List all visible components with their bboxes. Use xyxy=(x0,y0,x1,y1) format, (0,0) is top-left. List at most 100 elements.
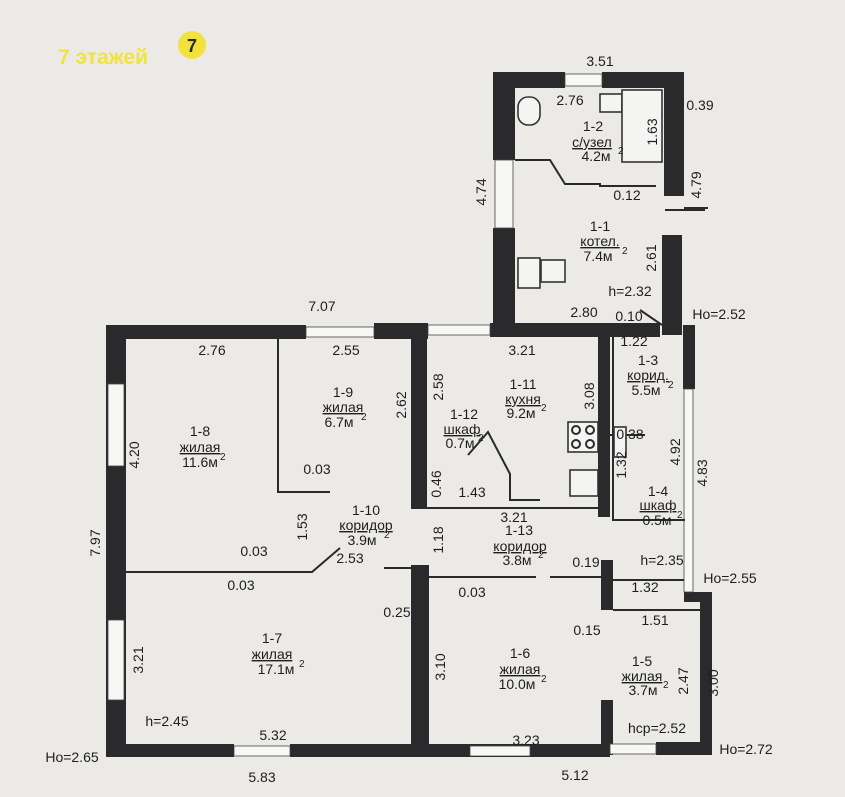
svg-text:1-9: 1-9 xyxy=(333,384,353,400)
dimension-label: 0.10 xyxy=(615,308,642,324)
dimension-label: 4.74 xyxy=(473,178,489,205)
wall-north-mid xyxy=(374,323,428,339)
svg-text:с/узел: с/узел xyxy=(572,134,612,150)
door-annex xyxy=(639,309,663,326)
svg-text:2: 2 xyxy=(622,246,628,257)
dimension-label: 2.76 xyxy=(556,92,583,108)
svg-text:1-4: 1-4 xyxy=(648,483,668,499)
dimension-label: 2.62 xyxy=(393,391,409,418)
wall-north-right xyxy=(490,323,660,337)
room-1-9: 1-9 жилая 6.7м 2 xyxy=(323,384,367,430)
dimension-label: 2.76 xyxy=(198,342,225,358)
svg-text:2: 2 xyxy=(361,412,367,423)
site-logo: 7 этажей 7 xyxy=(58,31,206,69)
dimension-label: 0.03 xyxy=(227,577,254,593)
window-room-1-5 xyxy=(609,743,657,755)
wall-interior-kitchen-east xyxy=(598,337,610,517)
wall-east-step xyxy=(684,592,712,602)
room-1-13: 1-13 коридор 3.8м 2 xyxy=(493,522,547,568)
dimension-label: h=2.32 xyxy=(608,283,651,299)
dimension-label: 1.53 xyxy=(294,513,310,540)
stove-burner-icon xyxy=(571,425,581,435)
dimension-label: 0.25 xyxy=(383,604,410,620)
svg-text:0.5м: 0.5м xyxy=(642,512,671,528)
svg-text:2: 2 xyxy=(663,680,669,691)
boiler-tank-icon xyxy=(540,259,566,283)
svg-text:жилая: жилая xyxy=(323,399,364,415)
svg-text:2: 2 xyxy=(541,674,547,685)
wall-annex-east-top xyxy=(664,72,684,196)
room-1-7: 1-7 жилая 17.1м 2 xyxy=(252,630,305,677)
wall-annex-north-left xyxy=(493,72,565,88)
dimension-label: 4.79 xyxy=(688,171,704,198)
svg-text:корид.: корид. xyxy=(627,367,669,383)
dimension-label: 0.38 xyxy=(616,426,643,442)
dimension-label: 0.19 xyxy=(572,554,599,570)
window-room-1-8 xyxy=(107,383,125,467)
bathtub-icon xyxy=(621,89,663,163)
window-boiler xyxy=(494,159,514,229)
svg-text:3.8м: 3.8м xyxy=(502,552,531,568)
dimension-label: 3.21 xyxy=(508,342,535,358)
dimension-label: 0.46 xyxy=(428,470,444,497)
dimension-label: 3.23 xyxy=(512,732,539,748)
boiler-icon xyxy=(517,257,541,289)
svg-text:5.5м: 5.5м xyxy=(631,382,660,398)
dimension-label: 1.43 xyxy=(458,484,485,500)
room-1-8: 1-8 жилая 11.6м 2 xyxy=(180,423,226,470)
dimension-labels: 3.51 2.76 0.39 1.63 0.12 4.74 4.79 2.61 … xyxy=(45,53,773,785)
window-corridor-1-3 xyxy=(683,388,694,593)
walls xyxy=(106,72,712,757)
room-1-5: 1-5 жилая 3.7м 2 xyxy=(622,653,669,698)
dimension-label: 1.63 xyxy=(644,118,660,145)
svg-text:1-12: 1-12 xyxy=(450,406,478,422)
room-1-6: 1-6 жилая 10.0м 2 xyxy=(499,645,547,692)
dimension-label: 1.32 xyxy=(613,451,629,478)
window-room-1-7-west xyxy=(107,619,125,701)
dimension-label: 0.03 xyxy=(458,584,485,600)
svg-text:2: 2 xyxy=(220,452,226,463)
dimension-label: 1.51 xyxy=(641,612,668,628)
svg-text:1-1: 1-1 xyxy=(590,218,610,234)
dimension-label: h=2.45 xyxy=(145,713,188,729)
wall-annex-east-bottom xyxy=(662,235,682,335)
svg-text:шкаф: шкаф xyxy=(640,497,677,513)
wall-east-lower xyxy=(700,592,712,755)
stove-burner-icon xyxy=(571,439,581,449)
svg-text:0.7м: 0.7м xyxy=(445,435,474,451)
svg-text:2: 2 xyxy=(668,380,674,391)
dimension-label: 2.55 xyxy=(332,342,359,358)
dimension-label: 2.80 xyxy=(570,304,597,320)
svg-text:2: 2 xyxy=(618,146,624,157)
stove-burner-icon xyxy=(585,439,595,449)
dimension-label: 5.83 xyxy=(248,769,275,785)
svg-text:коридор: коридор xyxy=(493,538,547,554)
wall-south-right xyxy=(656,742,710,755)
dimension-label: 2.61 xyxy=(643,244,659,271)
room-1-1: 1-1 котел. 7.4м 2 xyxy=(580,218,628,264)
svg-text:жилая: жилая xyxy=(180,439,221,455)
dimension-label: 3.21 xyxy=(130,646,146,673)
svg-text:2: 2 xyxy=(478,433,484,444)
svg-text:2: 2 xyxy=(299,659,305,670)
dimension-label: 3.51 xyxy=(586,53,613,69)
dimension-label: 0.12 xyxy=(613,187,640,203)
window-room-1-7-south xyxy=(233,745,291,757)
svg-text:4.2м: 4.2м xyxy=(581,148,610,164)
wall-interior-room5-west xyxy=(601,700,613,755)
svg-text:1-13: 1-13 xyxy=(505,522,533,538)
window-room-1-6-south xyxy=(469,745,531,757)
partition-1-3 xyxy=(612,337,685,521)
svg-text:9.2м: 9.2м xyxy=(506,405,535,421)
svg-text:17.1м: 17.1м xyxy=(258,661,295,677)
room-1-3: 1-3 корид. 5.5м 2 xyxy=(627,352,674,398)
dimension-label: Hо=2.65 xyxy=(45,749,99,765)
room-1-11: 1-11 кухня 9.2м 2 xyxy=(505,376,547,421)
svg-text:2: 2 xyxy=(541,403,547,414)
dimension-label: 0.03 xyxy=(240,543,267,559)
closet-1-12 xyxy=(467,430,540,501)
dimension-label: Hо=2.55 xyxy=(703,570,757,586)
svg-text:3.7м: 3.7м xyxy=(628,682,657,698)
svg-text:11.6м: 11.6м xyxy=(182,454,218,470)
